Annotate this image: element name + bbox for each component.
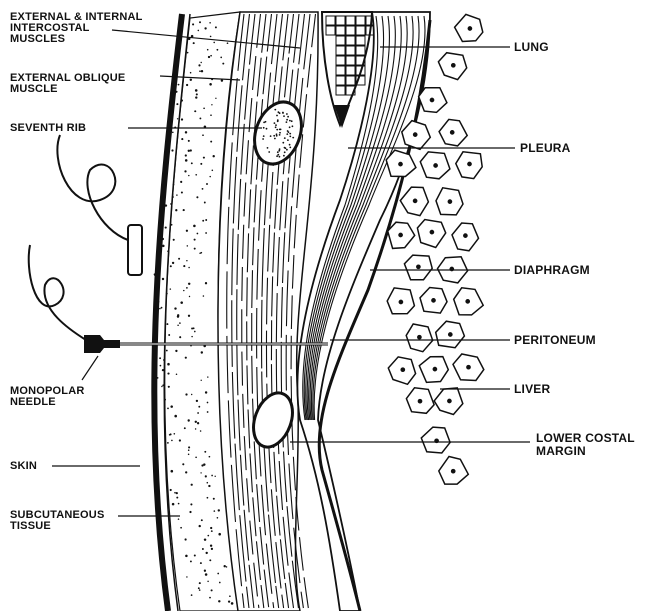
label-peritoneum: PERITONEUM xyxy=(514,334,596,347)
label-external-oblique-muscle: EXTERNAL OBLIQUE MUSCLE xyxy=(10,73,125,95)
label-liver: LIVER xyxy=(514,383,550,396)
skin-electrode xyxy=(57,135,142,275)
muscle-layers xyxy=(218,12,318,611)
label-intercostal-muscles: EXTERNAL & INTERNAL INTERCOSTAL MUSCLES xyxy=(10,12,143,45)
label-lower-costal-margin: LOWER COSTAL MARGIN xyxy=(536,432,635,458)
label-diaphragm: DIAPHRAGM xyxy=(514,264,590,277)
label-pleura: PLEURA xyxy=(520,142,571,155)
label-lung: LUNG xyxy=(514,41,549,54)
label-monopolar-needle: MONOPOLAR NEEDLE xyxy=(10,386,85,408)
label-skin: SKIN xyxy=(10,461,37,472)
label-seventh-rib: SEVENTH RIB xyxy=(10,123,86,134)
label-subcutaneous-tissue: SUBCUTANEOUS TISSUE xyxy=(10,510,104,532)
